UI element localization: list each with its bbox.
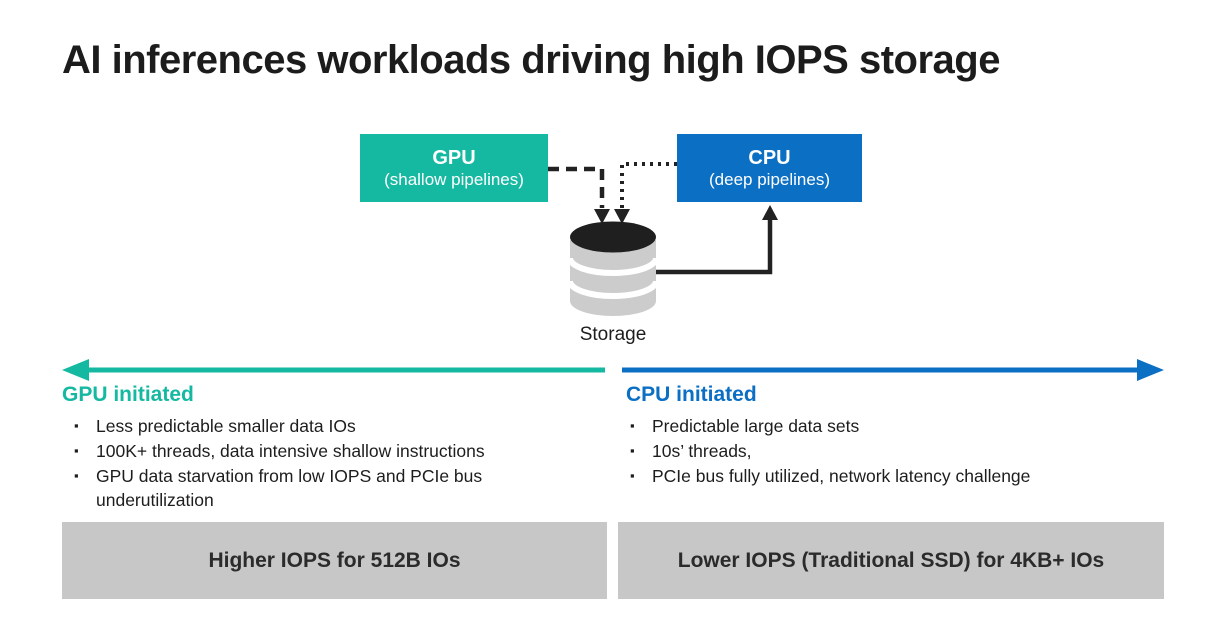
gpu-initiated-heading: GPU initiated <box>62 383 194 406</box>
gpu-box-subtitle: (shallow pipelines) <box>384 169 524 189</box>
cpu-box-subtitle: (deep pipelines) <box>709 169 830 189</box>
list-item: 100K+ threads, data intensive shallow in… <box>62 439 562 463</box>
list-item: PCIe bus fully utilized, network latency… <box>618 464 1158 488</box>
storage-database-icon <box>567 221 659 316</box>
cpu-box: CPU (deep pipelines) <box>677 134 862 202</box>
cpu-box-title: CPU <box>748 146 791 169</box>
storage-to-cpu-solid-arrow <box>656 205 778 275</box>
page-title: AI inferences workloads driving high IOP… <box>62 38 1000 82</box>
cpu-footer-banner: Lower IOPS (Traditional SSD) for 4KB+ IO… <box>618 522 1164 599</box>
cpu-to-storage-dotted-arrow <box>614 162 677 224</box>
gpu-initiated-axis-arrow <box>62 359 605 381</box>
list-item: GPU data starvation from low IOPS and PC… <box>62 464 562 512</box>
list-item: Less predictable smaller data IOs <box>62 414 562 438</box>
cpu-bullet-list: Predictable large data sets 10s’ threads… <box>618 414 1158 489</box>
gpu-box-title: GPU <box>432 146 476 169</box>
list-item: 10s’ threads, <box>618 439 1158 463</box>
storage-label: Storage <box>579 324 647 345</box>
gpu-bullet-list: Less predictable smaller data IOs 100K+ … <box>62 414 562 513</box>
cpu-initiated-axis-arrow <box>622 359 1164 381</box>
gpu-to-storage-dashed-arrow <box>548 166 610 224</box>
list-item: Predictable large data sets <box>618 414 1158 438</box>
gpu-footer-banner: Higher IOPS for 512B IOs <box>62 522 607 599</box>
cpu-initiated-heading: CPU initiated <box>626 383 757 406</box>
gpu-box: GPU (shallow pipelines) <box>360 134 548 202</box>
